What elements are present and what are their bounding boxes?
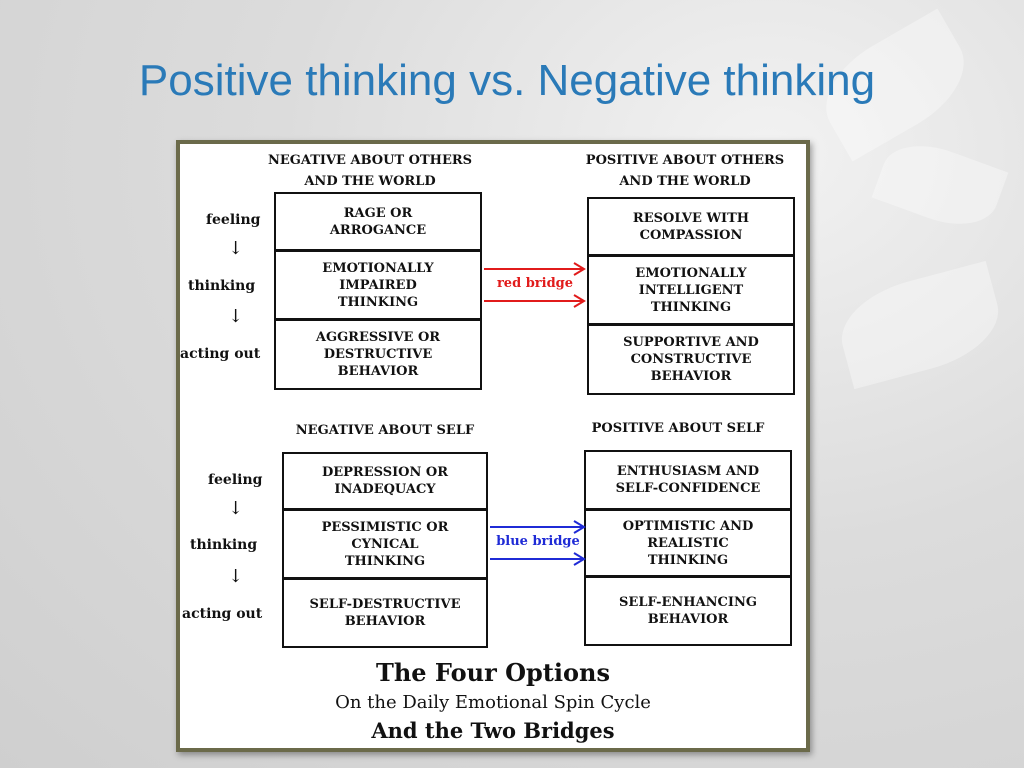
- label-acting-top: acting out: [180, 346, 261, 362]
- red-bridge-arrows-icon: [484, 262, 586, 308]
- cell-self-destructive-behavior: SELF-DESTRUCTIVE BEHAVIOR: [309, 597, 461, 629]
- caption-subtitle: On the Daily Emotional Spin Cycle: [335, 692, 651, 713]
- divider: [276, 318, 480, 321]
- divider: [586, 575, 790, 578]
- down-arrow-icon: ↓: [228, 306, 244, 327]
- slide-title: Positive thinking vs. Negative thinking: [138, 56, 876, 105]
- stack-negative-others: RAGE OR ARROGANCE EMOTIONALLY IMPAIRED T…: [274, 192, 482, 390]
- stack-positive-others: RESOLVE WITH COMPASSION EMOTIONALLY INTE…: [587, 197, 795, 395]
- cell-rage-arrogance: RAGE OR ARROGANCE: [329, 205, 427, 238]
- label-thinking-top: thinking: [188, 278, 256, 294]
- header-positive-others: POSITIVE ABOUT OTHERS AND THE WORLD: [585, 153, 785, 189]
- cell-optimistic-thinking: OPTIMISTIC AND REALISTIC THINKING: [622, 518, 754, 568]
- cell-depression-inadequacy: DEPRESSION OR INADEQUACY: [321, 465, 449, 497]
- label-thinking-bottom: thinking: [190, 537, 258, 553]
- cell-enthusiasm-confidence: ENTHUSIASM AND SELF-CONFIDENCE: [615, 464, 761, 496]
- label-acting-bottom: acting out: [182, 606, 263, 622]
- stack-negative-self: DEPRESSION OR INADEQUACY PESSIMISTIC OR …: [282, 452, 488, 648]
- cell-pessimistic-thinking: PESSIMISTIC OR CYNICAL THINKING: [321, 519, 449, 569]
- cell-aggressive-behavior: AGGRESSIVE OR DESTRUCTIVE BEHAVIOR: [315, 330, 441, 379]
- header-negative-self: NEGATIVE ABOUT SELF: [295, 423, 475, 438]
- label-feeling-bottom: feeling: [208, 472, 263, 488]
- divider: [586, 508, 790, 511]
- down-arrow-icon: ↓: [228, 566, 244, 587]
- blue-bridge-label: blue bridge: [496, 534, 580, 549]
- header-negative-others: NEGATIVE ABOUT OTHERS AND THE WORLD: [267, 153, 473, 189]
- red-bridge-label: red bridge: [496, 276, 574, 291]
- caption-title: The Four Options: [376, 658, 610, 687]
- divider: [284, 508, 486, 511]
- blue-bridge-arrows-icon: [490, 520, 586, 566]
- blue-bridge: blue bridge: [488, 518, 588, 568]
- cell-supportive-behavior: SUPPORTIVE AND CONSTRUCTIVE BEHAVIOR: [623, 335, 759, 384]
- divider: [589, 323, 793, 326]
- cell-resolve-compassion: RESOLVE WITH COMPASSION: [632, 210, 750, 243]
- caption-bridges: And the Two Bridges: [371, 718, 615, 743]
- cell-emotionally-intelligent-thinking: EMOTIONALLY INTELLIGENT THINKING: [635, 265, 747, 315]
- cell-self-enhancing-behavior: SELF-ENHANCING BEHAVIOR: [619, 595, 757, 627]
- red-bridge: red bridge: [482, 260, 588, 310]
- divider: [589, 254, 793, 257]
- four-options-diagram: NEGATIVE ABOUT OTHERS AND THE WORLD RAGE…: [176, 140, 810, 752]
- header-positive-self: POSITIVE ABOUT SELF: [591, 421, 765, 436]
- divider: [284, 577, 486, 580]
- down-arrow-icon: ↓: [228, 238, 244, 259]
- label-feeling-top: feeling: [206, 212, 261, 228]
- down-arrow-icon: ↓: [228, 498, 244, 519]
- stack-positive-self: ENTHUSIASM AND SELF-CONFIDENCE OPTIMISTI…: [584, 450, 792, 646]
- cell-emotionally-impaired-thinking: EMOTIONALLY IMPAIRED THINKING: [322, 260, 434, 310]
- divider: [276, 249, 480, 252]
